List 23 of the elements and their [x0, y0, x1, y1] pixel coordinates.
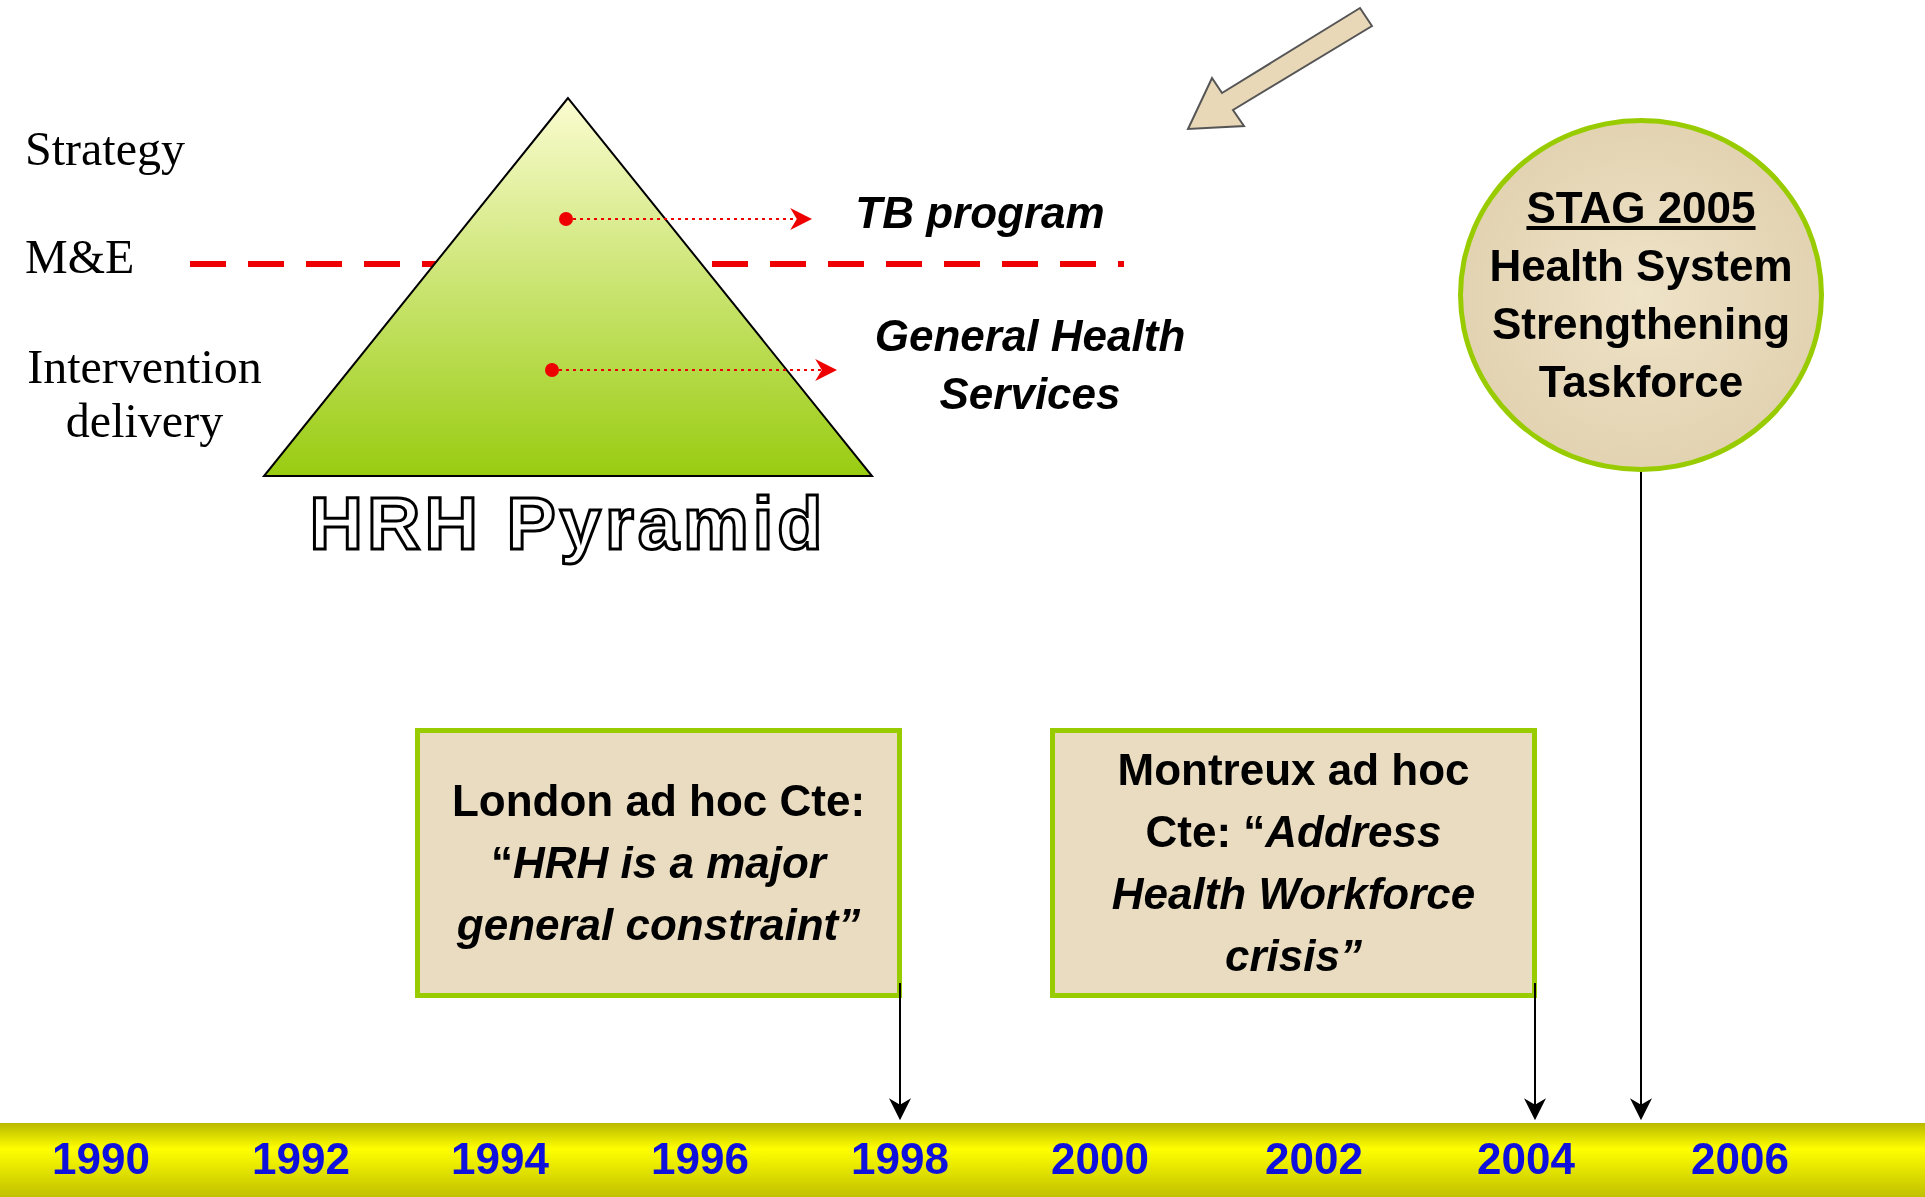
timeline-bar: [0, 1123, 1925, 1197]
event-box: Montreux ad hoc Cte: “Address Health Workforce crisis”: [1050, 728, 1537, 998]
year-label: 2004: [1476, 1134, 1576, 1184]
level-label: Strategy: [25, 122, 185, 176]
year-label: 1998: [850, 1134, 950, 1184]
program-label: General Health Services: [873, 310, 1187, 420]
year-label: 1996: [650, 1134, 750, 1184]
year-label: 2006: [1690, 1134, 1790, 1184]
program-label: TB program: [855, 187, 1105, 239]
circle-text: Health System Strengthening Taskforce: [1488, 240, 1794, 408]
level-label: M&E: [25, 230, 135, 284]
year-label: 1992: [251, 1134, 351, 1184]
year-label: 2000: [1050, 1134, 1150, 1184]
arrow: [545, 359, 838, 381]
event-box: London ad hoc Cte: “HRH is a major general constraint”: [415, 728, 902, 998]
level-label: Intervention delivery: [26, 340, 263, 448]
year-label: 1994: [450, 1134, 550, 1184]
arrow: [559, 208, 813, 230]
year-label: 1990: [51, 1134, 151, 1184]
arrow: [1630, 471, 1652, 1121]
circle-heading: STAG 2005: [1525, 182, 1757, 234]
pyramid-title: HRH Pyramid: [308, 481, 828, 566]
year-label: 2002: [1264, 1134, 1364, 1184]
